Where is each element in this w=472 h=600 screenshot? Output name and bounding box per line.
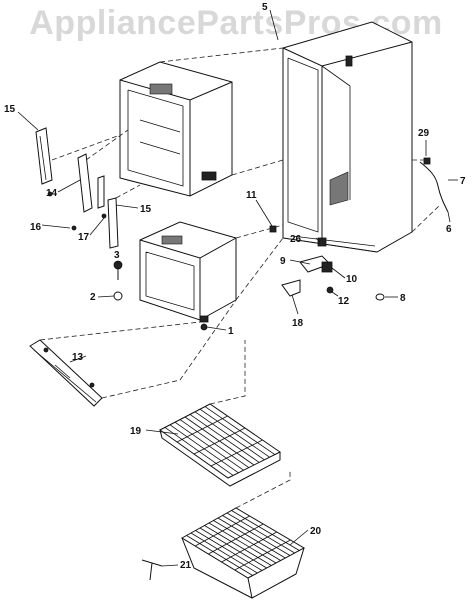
callout-15-lower: 15 [140, 204, 152, 215]
callout-7: 7 [460, 176, 466, 187]
callout-29: 29 [418, 128, 430, 139]
callout-6: 6 [446, 224, 452, 235]
kick-plate [29, 339, 103, 407]
callout-10: 10 [346, 274, 358, 285]
callout-11: 11 [246, 190, 257, 201]
callout-20: 20 [310, 526, 322, 537]
callout-15-upper: 15 [4, 104, 16, 115]
callout-14: 14 [46, 188, 58, 199]
callout-21: 21 [180, 560, 192, 571]
callout-12: 12 [338, 296, 350, 307]
callout-5: 5 [262, 2, 268, 13]
callout-13: 13 [72, 352, 84, 363]
callout-16: 16 [30, 222, 42, 233]
callout-labels: 5 15 14 15 16 17 3 2 1 11 26 9 10 12 8 1… [4, 2, 466, 571]
callout-8: 8 [400, 293, 406, 304]
callout-17: 17 [78, 232, 90, 243]
callout-3: 3 [114, 250, 120, 261]
upper-liner [119, 61, 233, 197]
cabinet-shell [282, 21, 413, 253]
small-hardware [113, 157, 449, 331]
leader-lines [17, 9, 458, 567]
callout-2: 2 [90, 292, 96, 303]
assembly-lines [39, 47, 441, 509]
callout-1: 1 [228, 326, 234, 337]
side-rails [35, 127, 119, 249]
callout-19: 19 [130, 426, 142, 437]
callout-9: 9 [280, 256, 286, 267]
lower-liner [139, 221, 237, 323]
callout-26: 26 [290, 234, 302, 245]
wire-basket [141, 507, 306, 599]
callout-18: 18 [292, 318, 304, 329]
wire-shelf [159, 403, 281, 487]
